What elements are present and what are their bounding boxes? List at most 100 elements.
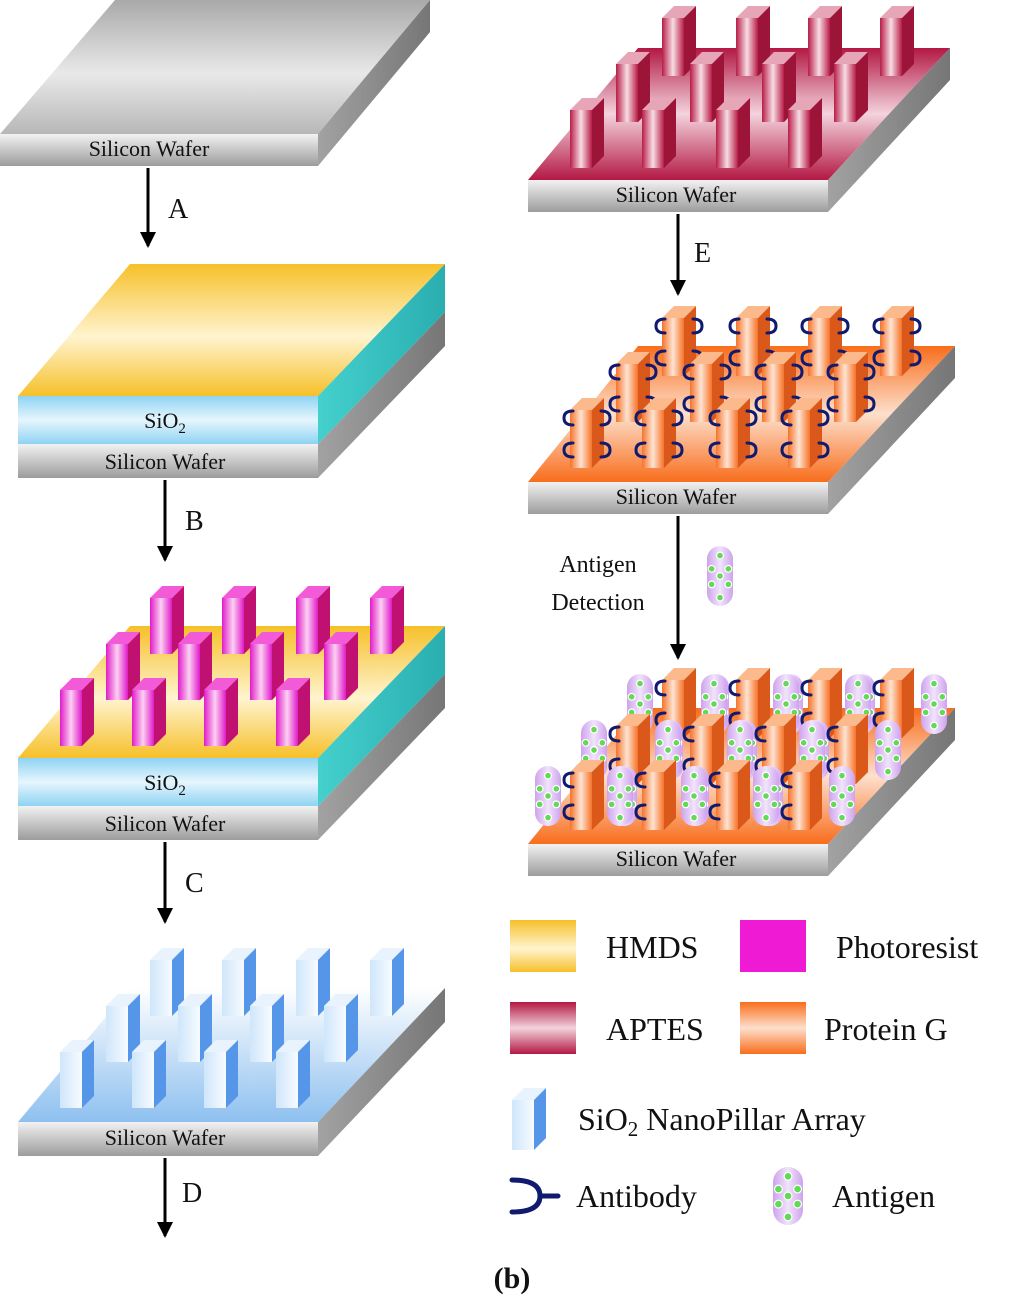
antibody: [745, 409, 758, 427]
stage-aptes-coated-wafer: Silicon Wafer: [528, 6, 950, 212]
pillar-side: [856, 52, 868, 122]
step-a: A: [140, 168, 189, 248]
pillar-front: [204, 690, 226, 746]
nanopillar: [880, 6, 914, 76]
antibody: [817, 409, 830, 427]
pillar-front: [222, 598, 244, 654]
pillar-top: [106, 632, 140, 644]
pillar-front: [132, 690, 154, 746]
step-c: C: [157, 842, 204, 924]
antigen-dot: [616, 792, 624, 800]
antigen-dot: [535, 800, 544, 809]
pillar-top: [570, 760, 604, 772]
pillar-side: [638, 714, 650, 784]
nanopillar: [662, 6, 696, 76]
nanopillar: [106, 632, 140, 700]
pillar-top: [324, 994, 358, 1006]
antigen-dot: [727, 738, 736, 747]
antibody: [634, 409, 647, 427]
pillar-front: [60, 690, 82, 746]
wafer-front-face: [0, 134, 318, 166]
pillar-front: [808, 318, 830, 376]
pillar-front: [570, 410, 592, 468]
pillar-top: [250, 994, 284, 1006]
pillar-side: [172, 586, 184, 654]
pillar-front: [150, 960, 172, 1016]
nanopillar: [296, 586, 330, 654]
antigen-dot: [664, 746, 672, 754]
legend-item-nanopillar: SiO2 NanoPillar Array: [512, 1088, 866, 1150]
stage-antibody-functionalized-wafer: Silicon Wafer: [528, 306, 955, 514]
nanopillar: [60, 678, 94, 746]
pillar-front: [370, 598, 392, 654]
antigen-dot: [724, 580, 733, 589]
nanopillar: [222, 586, 256, 654]
pillar-side: [856, 352, 868, 422]
pillar-side: [758, 668, 770, 738]
antigen-dot: [762, 771, 770, 780]
legend-swatch-aptes: [510, 1002, 576, 1054]
pillar-front: [880, 318, 902, 376]
antigen-dot: [672, 738, 681, 747]
pillar-side: [82, 1040, 94, 1108]
antibody: [708, 771, 721, 789]
pillar-side: [684, 6, 696, 76]
legend-item-hmds: HMDS: [510, 920, 698, 972]
pillar-front: [690, 64, 712, 122]
pillar-side: [784, 714, 796, 784]
antigen-dot: [690, 792, 698, 800]
pillar-top: [736, 306, 770, 318]
pillar-front: [834, 364, 856, 422]
pillar-top: [690, 714, 724, 726]
pillar-front: [60, 1052, 82, 1108]
pillar-top: [736, 6, 770, 18]
pillar-side: [392, 948, 404, 1016]
antigen-dot: [736, 746, 744, 754]
antibody: [708, 803, 721, 821]
nanopillar: [204, 1040, 238, 1108]
nanopillar: [834, 352, 868, 422]
pillar-side: [758, 306, 770, 376]
antibody: [562, 771, 575, 789]
nanopillar: [570, 760, 604, 830]
antibody: [654, 317, 667, 335]
antigen-dot: [707, 580, 716, 589]
wafer-front-face: [18, 806, 318, 840]
pillar-top: [132, 678, 166, 690]
pillar-side: [346, 994, 358, 1062]
wafer-side-face: [318, 312, 445, 478]
nanopillar: [570, 98, 604, 168]
pillar-top: [762, 714, 796, 726]
nanopillar: [808, 6, 842, 76]
antigen: [875, 720, 901, 780]
pillar-side: [664, 398, 676, 468]
free-antigen-icon: [707, 546, 733, 606]
antigen-dot: [718, 692, 727, 701]
nanopillar: [690, 52, 724, 122]
pillar-top: [150, 586, 184, 598]
legend-swatch-hmds: [510, 920, 576, 972]
pillar-top: [222, 586, 256, 598]
pillar-front: [808, 18, 830, 76]
antigen-dot: [664, 725, 672, 734]
pillar-front: [736, 318, 758, 376]
pillar-top: [296, 948, 330, 960]
pillar-side: [318, 586, 330, 654]
pillar-front: [178, 644, 200, 700]
antibody: [837, 317, 850, 335]
stage-sio2-nanopillar-wafer: Silicon Wafer: [18, 948, 445, 1156]
antigen-dot: [808, 725, 816, 734]
legend-label-hmds: HMDS: [606, 929, 698, 965]
pillar-side: [638, 352, 650, 422]
antigen-dot: [921, 708, 930, 717]
pillar-side: [534, 1088, 546, 1150]
antibody: [745, 441, 758, 459]
pillar-top: [132, 1040, 166, 1052]
antigen-dot: [744, 738, 753, 747]
pillar-side: [664, 760, 676, 830]
stage-bare-silicon-wafer: Silicon Wafer: [0, 0, 430, 166]
antigen-dot: [829, 784, 838, 793]
antigen-dot: [829, 800, 838, 809]
antibody: [728, 679, 741, 697]
